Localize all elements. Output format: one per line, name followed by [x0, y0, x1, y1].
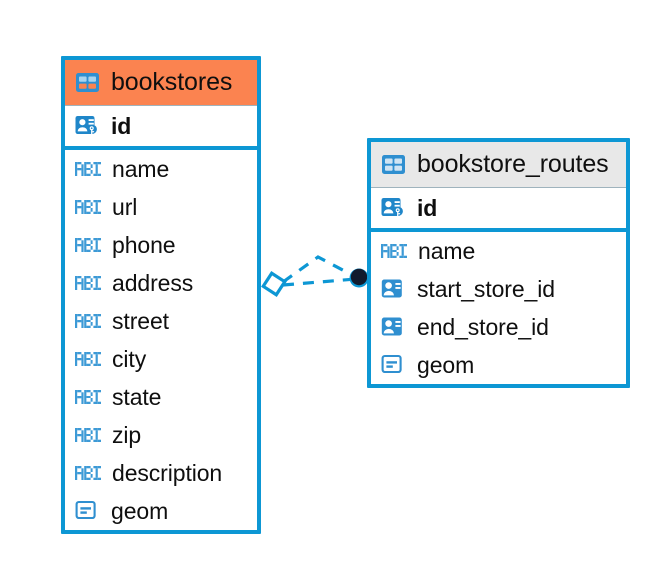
table-title: bookstore_routes	[417, 150, 609, 178]
table-header-bookstores[interactable]: bookstores	[65, 60, 257, 106]
relationship-line-lower	[282, 277, 357, 287]
relationship-target-circle	[349, 268, 369, 288]
geometry-type-icon	[75, 500, 100, 522]
table-bookstore-routes[interactable]: bookstore_routes	[367, 138, 630, 388]
field-row-street[interactable]: street	[65, 302, 257, 340]
field-row-state[interactable]: state	[65, 378, 257, 416]
field-row-id[interactable]: id	[371, 188, 626, 232]
field-label: name	[418, 237, 476, 264]
field-label: city	[112, 345, 147, 372]
foreign-key-icon	[381, 316, 406, 338]
field-row-geom[interactable]: geom	[65, 492, 257, 530]
table-icon	[75, 72, 100, 94]
table-title: bookstores	[111, 68, 233, 96]
field-row-address[interactable]: address	[65, 264, 257, 302]
field-row-zip[interactable]: zip	[65, 416, 257, 454]
table-bookstores[interactable]: bookstores	[61, 56, 261, 534]
field-label: geom	[111, 497, 169, 524]
geometry-type-icon	[381, 354, 406, 376]
field-label: zip	[112, 421, 142, 448]
field-label: geom	[417, 351, 475, 378]
field-row-id[interactable]: id	[65, 106, 257, 150]
field-label: id	[111, 112, 132, 139]
field-row-description[interactable]: description	[65, 454, 257, 492]
field-row-city[interactable]: city	[65, 340, 257, 378]
field-label: state	[112, 383, 162, 410]
field-row-name[interactable]: name	[65, 150, 257, 188]
text-type-icon	[75, 234, 101, 256]
text-type-icon	[75, 272, 101, 294]
table-header-bookstore-routes[interactable]: bookstore_routes	[371, 142, 626, 188]
field-label: url	[112, 193, 138, 220]
field-row-end-store-id[interactable]: end_store_id	[371, 308, 626, 346]
text-type-icon	[381, 240, 407, 262]
text-type-icon	[75, 196, 101, 218]
relationship-source-diamond	[261, 271, 287, 297]
primary-key-icon	[381, 197, 406, 219]
field-label: address	[112, 269, 194, 296]
field-label: end_store_id	[417, 313, 549, 340]
text-type-icon	[75, 424, 101, 446]
primary-key-icon	[75, 115, 100, 137]
text-type-icon	[75, 386, 101, 408]
field-label: id	[417, 194, 438, 221]
field-row-name[interactable]: name	[371, 232, 626, 270]
field-label: start_store_id	[417, 275, 555, 302]
field-label: street	[112, 307, 169, 334]
field-row-url[interactable]: url	[65, 188, 257, 226]
field-row-start-store-id[interactable]: start_store_id	[371, 270, 626, 308]
field-label: name	[112, 155, 170, 182]
text-type-icon	[75, 310, 101, 332]
field-row-phone[interactable]: phone	[65, 226, 257, 264]
field-label: phone	[112, 231, 176, 258]
text-type-icon	[75, 462, 101, 484]
relationship-line-upper	[282, 255, 357, 284]
text-type-icon	[75, 158, 101, 180]
foreign-key-icon	[381, 278, 406, 300]
field-label: description	[112, 459, 223, 486]
table-icon	[381, 154, 406, 176]
text-type-icon	[75, 348, 101, 370]
field-row-geom[interactable]: geom	[371, 346, 626, 384]
